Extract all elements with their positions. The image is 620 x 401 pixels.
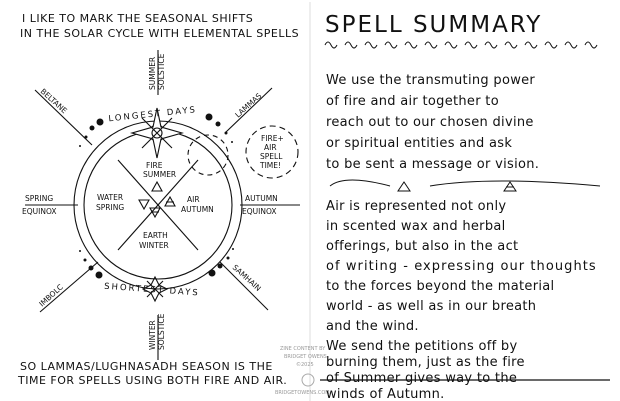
svg-text:EQUINOX: EQUINOX	[22, 207, 57, 216]
divider-1-triangles	[397, 181, 517, 192]
svg-text:SOLSTICE: SOLSTICE	[157, 53, 166, 90]
dot-trail	[79, 113, 234, 279]
intro-line-2: IN THE SOLAR CYCLE WITH ELEMENTAL SPELLS	[20, 27, 299, 40]
callout-bubble	[245, 125, 299, 179]
paragraph-3: We send the petitions off by burning the…	[326, 339, 525, 401]
earth-label: EARTH	[143, 231, 168, 240]
divider-1	[329, 179, 601, 187]
summer-solstice-label: SUMMER	[148, 57, 157, 90]
svg-text:©2025: ©2025	[296, 361, 314, 368]
wheel-of-year-diagram	[25, 50, 300, 360]
lammas-highlight	[187, 134, 229, 176]
credit-block: ZINE CONTENT BY BRIDGET OWENS ©2025 BRID…	[275, 346, 330, 396]
paragraph-1: We use the transmuting power of fire and…	[326, 73, 539, 172]
svg-text:to be sent a message or vision: to be sent a message or vision.	[326, 157, 539, 172]
svg-text:and the wind.: and the wind.	[326, 319, 419, 334]
svg-text:Air is represented not only: Air is represented not only	[326, 199, 506, 214]
svg-text:WINTER: WINTER	[139, 241, 169, 250]
svg-text:of fire and air together to: of fire and air together to	[326, 94, 499, 109]
spell-summary-title: SPELL SUMMARY	[325, 12, 542, 38]
air-label: AIR	[187, 195, 200, 204]
svg-text:winds of Autumn.: winds of Autumn.	[326, 387, 445, 401]
svg-text:in scented wax and herbal: in scented wax and herbal	[326, 219, 506, 234]
cross-line-2	[117, 159, 199, 251]
fire-air-callout: FIRE+ AIR SPELL TIME!	[259, 134, 284, 170]
svg-text:ZINE CONTENT BY: ZINE CONTENT BY	[280, 346, 326, 352]
autumn-equinox-label: AUTUMN	[245, 194, 278, 203]
svg-text:BRIDGETOWENS.COM: BRIDGETOWENS.COM	[275, 390, 330, 396]
earth-triangle-icon	[149, 207, 161, 219]
spiral-logo-icon	[301, 373, 315, 387]
svg-text:AIR: AIR	[264, 143, 277, 152]
conclusion-line-1: SO LAMMAS/LUGHNASADH SEASON IS THE	[20, 360, 273, 373]
imbolc-label: IMBOLC	[37, 282, 65, 308]
svg-text:of Summer gives way to the: of Summer gives way to the	[326, 371, 517, 386]
water-triangle-icon	[138, 199, 150, 211]
svg-text:TIME!: TIME!	[259, 161, 281, 170]
svg-text:We send the petitions off by: We send the petitions off by	[326, 339, 517, 354]
svg-text:of writing - expressing our th: of writing - expressing our thoughts	[326, 259, 596, 274]
paragraph-2: Air is represented not only in scented w…	[326, 199, 596, 334]
winter-solstice-label: WINTER	[148, 320, 157, 350]
fire-label: FIRE	[146, 161, 163, 170]
svg-text:burning them, just as the fire: burning them, just as the fire	[326, 355, 525, 370]
beltane-label: BELTANE	[39, 87, 69, 116]
svg-text:SUMMER: SUMMER	[143, 170, 176, 179]
svg-text:or spiritual entities and ask: or spiritual entities and ask	[326, 136, 512, 151]
svg-text:BRIDGET OWENS: BRIDGET OWENS	[284, 354, 327, 360]
fire-triangle-icon	[151, 180, 163, 192]
water-label: WATER	[97, 193, 123, 202]
spring-equinox-label: SPRING	[25, 194, 53, 203]
svg-text:EQUINOX: EQUINOX	[242, 207, 277, 216]
svg-text:AUTUMN: AUTUMN	[181, 205, 214, 214]
svg-text:SPRING: SPRING	[96, 203, 124, 212]
intro-line-1: I LIKE TO MARK THE SEASONAL SHIFTS	[22, 12, 253, 25]
svg-text:world - as well as in our brea: world - as well as in our breath	[326, 299, 536, 314]
svg-text:offerings, but also in the act: offerings, but also in the act	[326, 239, 518, 254]
svg-text:FIRE+: FIRE+	[261, 134, 284, 143]
air-triangle-icon	[164, 195, 176, 207]
squiggle-border	[324, 41, 598, 49]
sun-icon	[129, 107, 185, 159]
conclusion-line-2: TIME FOR SPELLS USING BOTH FIRE AND AIR.	[17, 374, 287, 387]
svg-text:SPELL: SPELL	[260, 152, 283, 161]
svg-text:We use the transmuting power: We use the transmuting power	[326, 73, 535, 88]
lammas-label: LAMMAS	[233, 91, 263, 119]
svg-text:to the forces beyond the mater: to the forces beyond the material	[326, 279, 554, 294]
svg-text:SOLSTICE: SOLSTICE	[157, 313, 166, 350]
svg-text:reach out to our chosen divine: reach out to our chosen divine	[326, 115, 534, 130]
star-icon	[141, 275, 169, 303]
